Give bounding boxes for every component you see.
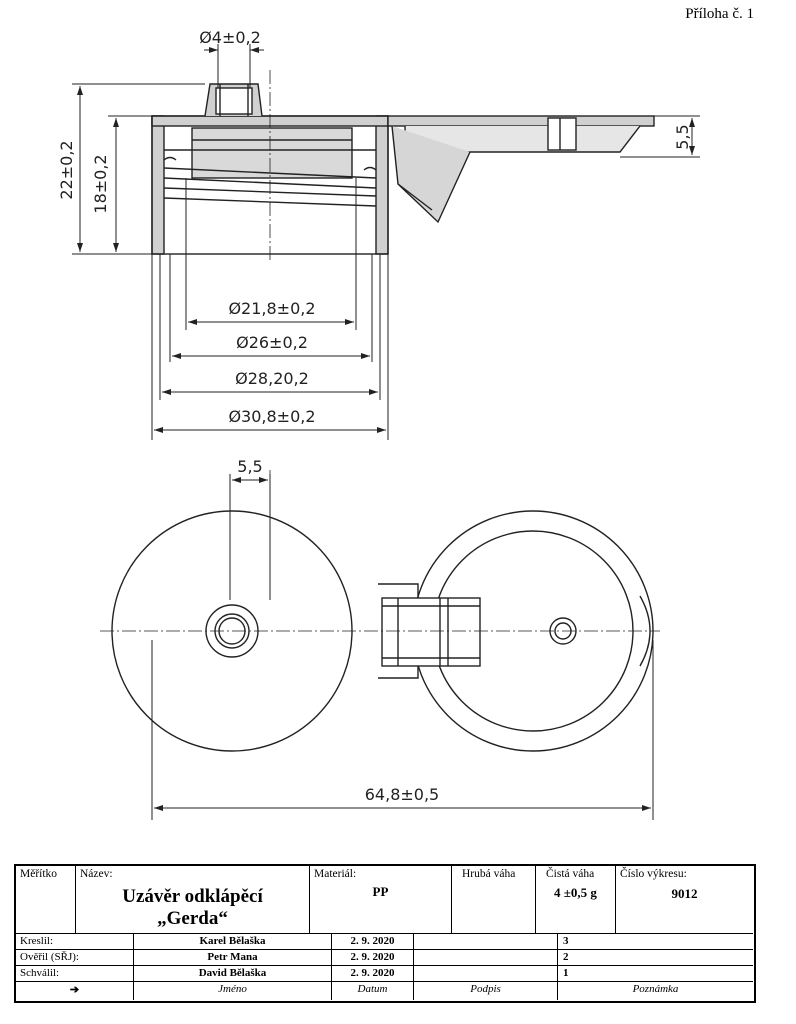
part-name: Uzávěr odklápěcí (122, 886, 263, 907)
title-block: Měřítko Název: Uzávěr odklápěcí „Gerda“ … (14, 864, 756, 1003)
row-date: 2. 9. 2020 (350, 951, 395, 963)
technical-drawing: 22±0,2 18±0,2 5,5 Ø4±0,2 Ø21,8±0,2 Ø26±0… (57, 28, 700, 820)
row-note: 3 (563, 935, 569, 947)
hole-dia-label: Ø4±0,2 (199, 28, 261, 47)
name-label: Název: (80, 868, 113, 880)
row-signature (414, 950, 558, 966)
right-wall (375, 115, 389, 255)
row-date: 2. 9. 2020 (350, 967, 395, 979)
left-wall (151, 115, 165, 255)
footer-name: Jméno (218, 983, 247, 995)
d3-label: Ø28,20,2 (235, 369, 309, 388)
row-signature (414, 966, 558, 982)
arrow-icon: ➔ (69, 984, 80, 996)
row-date: 2. 9. 2020 (350, 935, 395, 947)
row-note: 1 (563, 967, 569, 979)
row-role: Schválil: (20, 967, 60, 979)
part-nickname: „Gerda“ (157, 908, 228, 929)
hole-dim (204, 44, 264, 88)
drawing-no-cell: Číslo výkresu: 9012 (616, 866, 753, 934)
net-weight-value: 4 ±0,5 g (554, 885, 597, 900)
footer-signature: Podpis (470, 983, 501, 995)
scale-label: Měřítko (20, 868, 58, 880)
material-cell: Materiál: PP (310, 866, 452, 934)
footer-note: Poznámka (632, 983, 679, 995)
d1-label: Ø21,8±0,2 (228, 299, 315, 318)
material-value: PP (372, 884, 389, 899)
net-weight-label: Čistá váha (546, 868, 595, 880)
lid-height-label: 5,5 (673, 124, 692, 149)
section-view (151, 70, 655, 262)
gross-weight-cell: Hrubá váha (452, 866, 536, 934)
height-inner-label: 18±0,2 (91, 154, 110, 213)
net-weight-cell: Čistá váha 4 ±0,5 g (536, 866, 616, 934)
material-label: Materiál: (314, 868, 357, 880)
top-offset-label: 5,5 (237, 457, 262, 476)
row-name: Petr Mana (207, 951, 258, 963)
gross-weight-label: Hrubá váha (462, 868, 516, 880)
row-role: Kreslil: (20, 935, 53, 947)
row-name: David Bělaška (198, 967, 267, 979)
scale-cell: Měřítko (16, 866, 76, 934)
row-name: Karel Bělaška (199, 935, 266, 947)
footer-date: Datum (357, 983, 388, 995)
name-cell: Název: Uzávěr odklápěcí „Gerda“ (76, 866, 310, 934)
top-view (100, 470, 660, 752)
vertical-dims (72, 83, 700, 255)
diameter-dims (151, 178, 389, 440)
row-signature (414, 934, 558, 950)
height-total-label: 22±0,2 (57, 140, 76, 199)
d4-label: Ø30,8±0,2 (228, 407, 315, 426)
d2-label: Ø26±0,2 (236, 333, 308, 352)
appendix-label: Příloha č. 1 (685, 6, 754, 22)
drawing-no-value: 9012 (671, 886, 698, 901)
overall-length-label: 64,8±0,5 (365, 785, 439, 804)
drawing-no-label: Číslo výkresu: (620, 868, 687, 880)
row-role: Ověřil (SŘJ): (20, 951, 79, 963)
row-note: 2 (563, 951, 569, 963)
top-dims (151, 474, 654, 820)
